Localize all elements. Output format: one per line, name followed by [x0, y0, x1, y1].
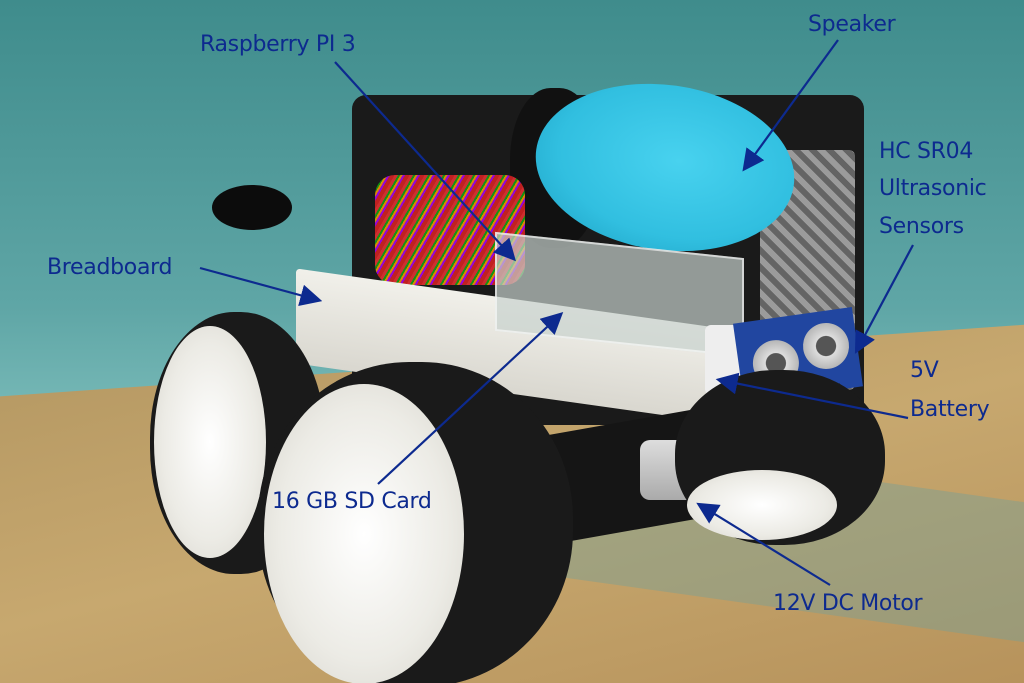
label-ultrasonic-line3: Sensors	[879, 214, 964, 239]
arrow-sd-card	[377, 312, 564, 485]
webcam	[212, 185, 292, 230]
label-raspberry-pi: Raspberry PI 3	[200, 32, 356, 57]
label-ultrasonic-line2: Ultrasonic	[879, 176, 987, 201]
arrow-ultrasonic	[854, 244, 914, 354]
arrow-raspberry-pi	[334, 61, 516, 262]
label-battery-line1: 5V	[910, 358, 939, 383]
wheel-hub	[154, 326, 266, 558]
label-speaker: Speaker	[808, 12, 896, 37]
label-ultrasonic-line1: HC SR04	[879, 139, 974, 164]
label-battery-line2: Battery	[910, 397, 990, 422]
label-breadboard: Breadboard	[47, 255, 173, 280]
arrow-speaker	[742, 39, 839, 172]
arrow-breadboard	[199, 266, 323, 307]
arrow-battery	[715, 372, 909, 420]
label-motor: 12V DC Motor	[773, 591, 923, 616]
wheel-front-left	[258, 362, 573, 683]
label-sd-card: 16 GB SD Card	[272, 489, 432, 514]
arrow-motor	[696, 502, 831, 586]
